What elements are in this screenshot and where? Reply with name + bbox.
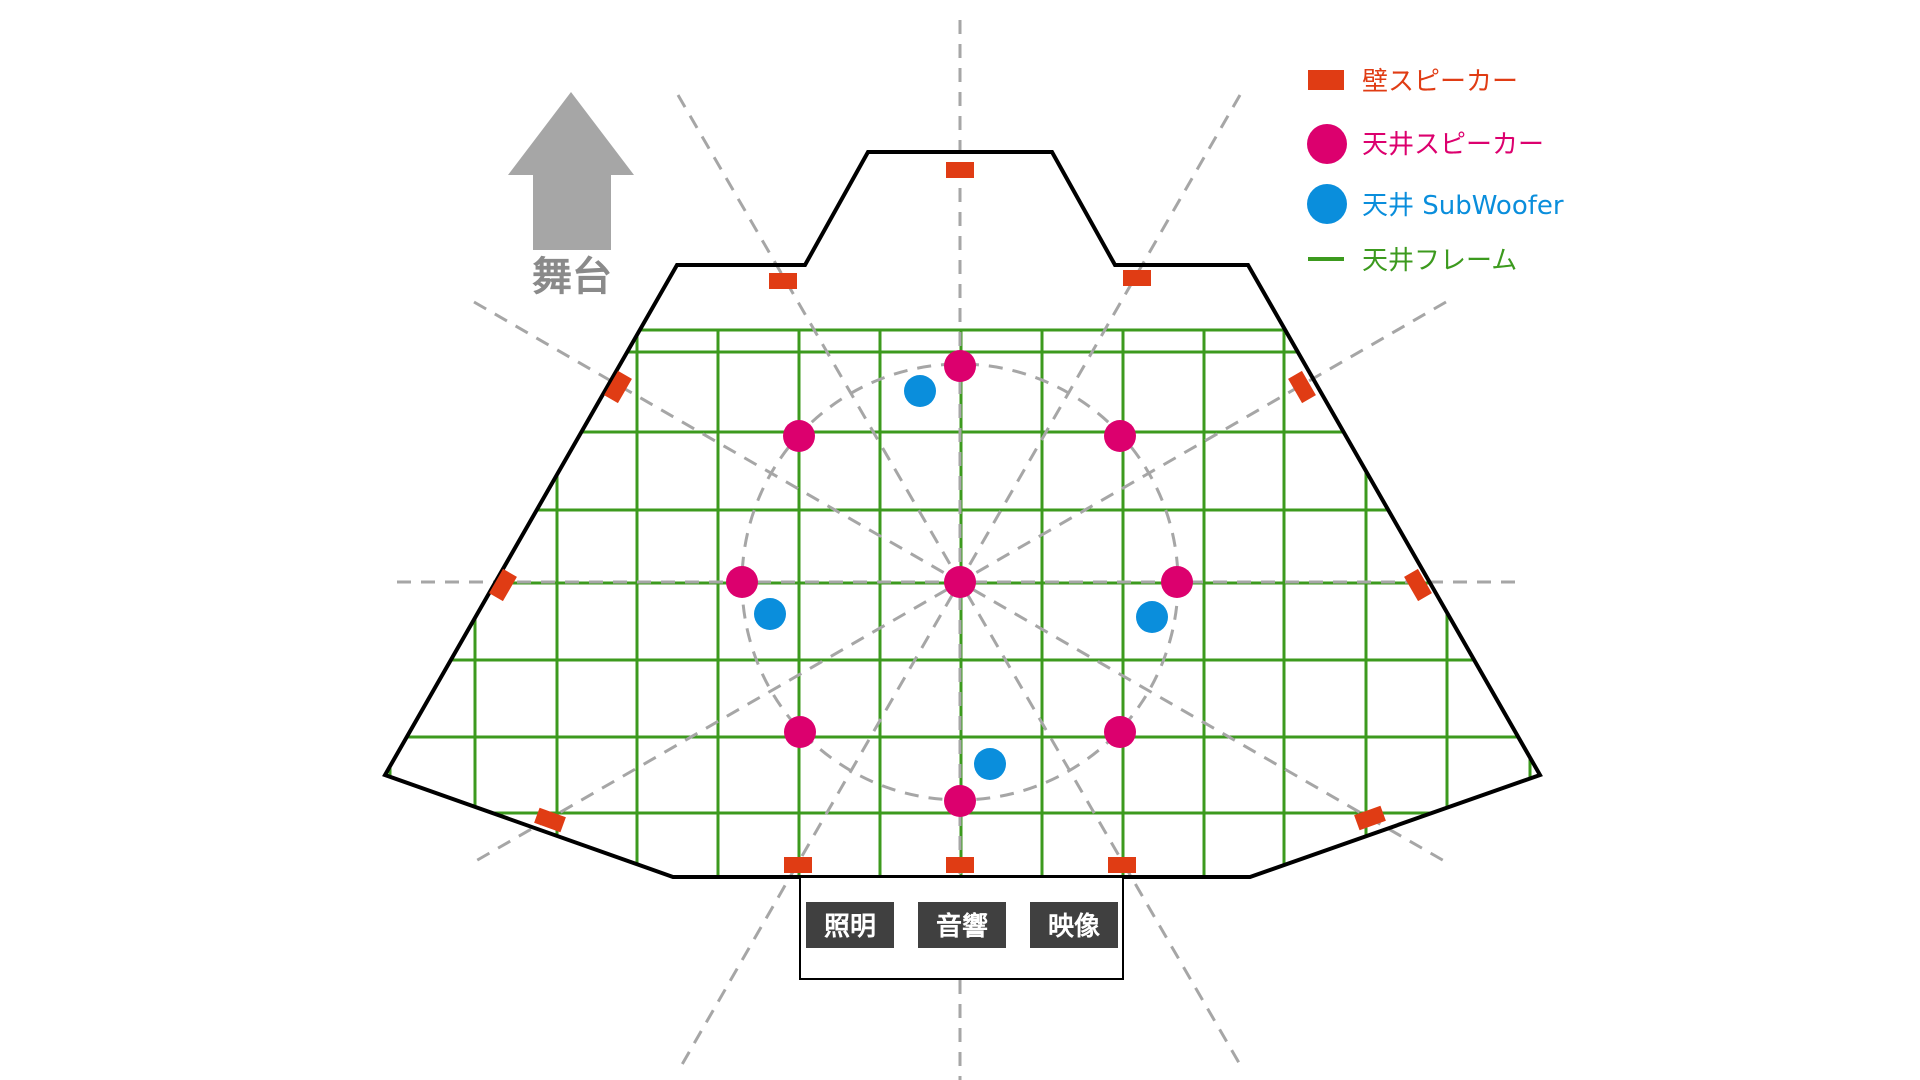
- wall-speaker-icon: [604, 370, 632, 404]
- up-arrow-icon: [508, 92, 634, 250]
- wall-speaker-shape: [1123, 270, 1151, 286]
- wall-speaker-shape: [1108, 857, 1136, 873]
- ceiling-subwoofer-icon: [1307, 184, 1347, 224]
- legend-item-wall-speaker: 壁スピーカー: [1308, 67, 1518, 97]
- legend-item-ceiling-frame: 天井フレーム: [1308, 246, 1517, 276]
- wall-speaker-icon: [1354, 805, 1386, 831]
- ceiling-subwoofer-icon: [974, 748, 1006, 780]
- wall-speaker-shape: [946, 857, 974, 873]
- wall-speaker-icon: [769, 273, 797, 289]
- legend-label: 天井スピーカー: [1362, 130, 1544, 160]
- legend-item-ceiling-speaker: 天井スピーカー: [1307, 124, 1544, 164]
- wall-speaker-icon: [1308, 70, 1344, 90]
- ceiling-speaker-icon: [944, 350, 976, 382]
- booth-label-text: 映像: [1048, 912, 1101, 942]
- ceiling-speaker-icon: [726, 566, 758, 598]
- wall-speaker-icon: [489, 568, 517, 602]
- ceiling-subwoofer-icon: [1136, 601, 1168, 633]
- legend-label: 壁スピーカー: [1362, 67, 1518, 97]
- ceiling-speaker-icon: [1307, 124, 1347, 164]
- wall-speaker-icon: [1404, 568, 1432, 602]
- booth-label-text: 照明: [824, 912, 876, 942]
- legend-item-ceiling-subwoofer: 天井 SubWoofer: [1307, 184, 1564, 224]
- wall-speaker-shape: [946, 162, 974, 178]
- ceiling-speaker-icon: [944, 566, 976, 598]
- wall-speaker-icon: [946, 162, 974, 178]
- wall-speakers: [489, 162, 1432, 873]
- legend-label: 天井 SubWoofer: [1362, 191, 1564, 221]
- ceiling-subwoofers: [754, 375, 1168, 780]
- booth-label-text: 音響: [936, 911, 988, 942]
- wall-speaker-shape: [489, 568, 517, 602]
- wall-speaker-shape: [784, 857, 812, 873]
- ceiling-subwoofer-icon: [754, 598, 786, 630]
- wall-speaker-icon: [1288, 370, 1316, 404]
- wall-speaker-shape: [604, 370, 632, 404]
- wall-speaker-icon: [946, 857, 974, 873]
- room-outline: [382, 150, 1543, 879]
- ceiling-speaker-icon: [1161, 566, 1193, 598]
- wall-speaker-icon: [534, 807, 566, 833]
- stage-direction: 舞台: [508, 92, 634, 300]
- ceiling-speakers: [726, 350, 1193, 817]
- wall-speaker-shape: [1354, 805, 1386, 831]
- ceiling-speaker-icon: [784, 716, 816, 748]
- control-booth: 照明 音響 映像: [799, 876, 1124, 980]
- ceiling-speaker-icon: [1104, 716, 1136, 748]
- stage-label: 舞台: [532, 254, 612, 300]
- wall-speaker-icon: [1108, 857, 1136, 873]
- wall-speaker-shape: [1404, 568, 1432, 602]
- booth-label-lighting: 照明: [806, 902, 894, 948]
- wall-speaker-icon: [784, 857, 812, 873]
- wall-speaker-icon: [1123, 270, 1151, 286]
- wall-speaker-shape: [534, 807, 566, 833]
- booth-label-sound: 音響: [918, 902, 1006, 948]
- ceiling-speaker-icon: [1104, 420, 1136, 452]
- wall-speaker-shape: [1288, 370, 1316, 404]
- ceiling-speaker-icon: [783, 420, 815, 452]
- booth-label-video: 映像: [1030, 902, 1118, 948]
- wall-speaker-shape: [769, 273, 797, 289]
- ceiling-speaker-icon: [944, 785, 976, 817]
- legend-label: 天井フレーム: [1362, 246, 1517, 276]
- ceiling-subwoofer-icon: [904, 375, 936, 407]
- legend: 壁スピーカー 天井スピーカー 天井 SubWoofer 天井フレーム: [1307, 67, 1564, 276]
